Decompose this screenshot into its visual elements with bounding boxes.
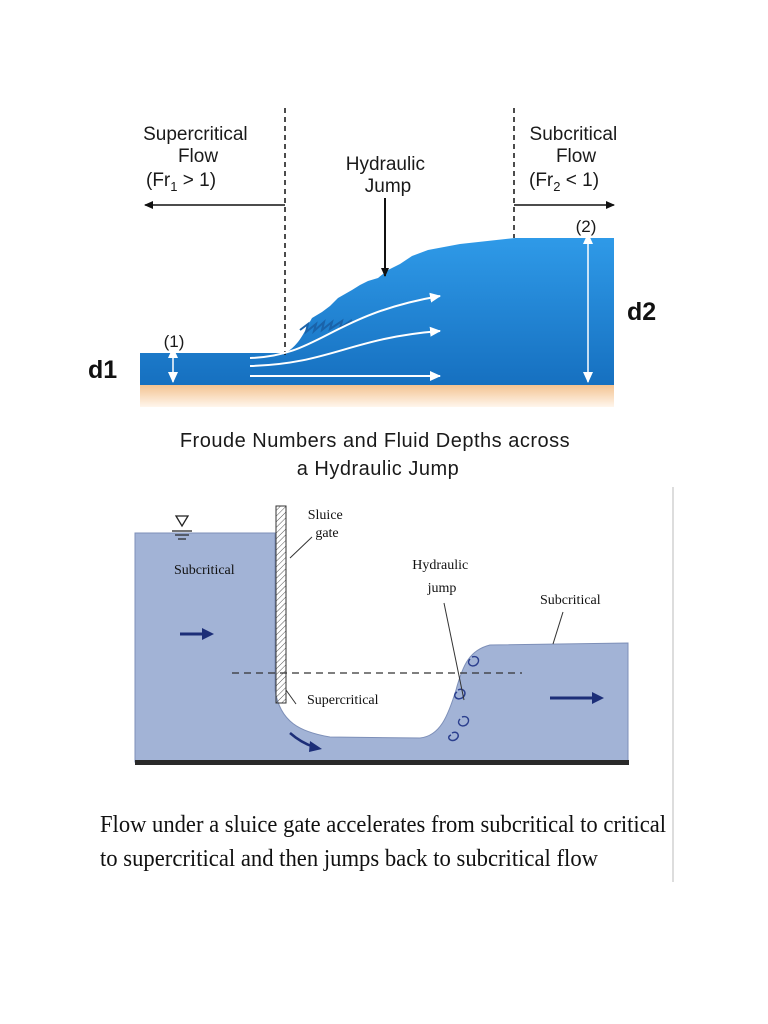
supercritical-label: Supercritical xyxy=(307,693,379,708)
jump-surface-roller xyxy=(299,318,353,335)
bottom-hydraulic-jump-line2: jump xyxy=(427,581,457,596)
bottom-caption-line1: Flow under a sluice gate accelerates fro… xyxy=(100,812,666,838)
subcritical-flow-label: Flow xyxy=(556,146,596,167)
streamline-upper xyxy=(249,292,441,359)
subcritical-right-label: Subcritical xyxy=(540,593,601,608)
water-level-icon xyxy=(172,515,192,540)
svg-text:Hydraulic jump: Hydraulic jump xyxy=(412,558,471,596)
hydraulic-jump-label-line2: Jump xyxy=(365,176,411,197)
subcritical-froude: (Fr2 < 1) xyxy=(529,170,599,194)
supercritical-title: Supercritical xyxy=(143,124,248,145)
sluice-water-body xyxy=(134,532,629,763)
jump-roller-swirls xyxy=(448,655,480,742)
station1-label: (1) xyxy=(164,332,185,351)
sluice-gate-label-line2: gate xyxy=(315,526,338,541)
depth1-label: d1 xyxy=(88,356,117,384)
sluice-gate-label-line1: Sluice xyxy=(308,508,343,523)
station2-label: (2) xyxy=(576,217,597,236)
top-diagram: Supercritical Flow (Fr1 > 1) Hydraulic J… xyxy=(88,108,656,480)
streamline-middle xyxy=(249,326,441,367)
bottom-hydraulic-jump-line1: Hydraulic xyxy=(412,558,468,573)
subcritical-left-label: Subcritical xyxy=(174,563,235,578)
inflow-arrow xyxy=(180,628,214,640)
bottom-diagram: Sluice gate Subcritical Hydraulic jump S… xyxy=(100,487,674,882)
supercritical-flow-label: Flow xyxy=(178,146,218,167)
sluice-gate-leader xyxy=(289,536,313,559)
svg-text:Froude Numbers and Fluid Depth: Froude Numbers and Fluid Depths across a… xyxy=(180,430,576,480)
top-caption-line1: Froude Numbers and Fluid Depths across xyxy=(180,430,570,452)
supercritical-froude: (Fr1 > 1) xyxy=(146,170,216,194)
subcritical-right-leader xyxy=(552,611,564,645)
bottom-caption-line2: to supercritical and then jumps back to … xyxy=(100,846,599,872)
svg-text:Flow under a sluice gate accel: Flow under a sluice gate accelerates fro… xyxy=(100,812,672,872)
depth2-label: d2 xyxy=(627,298,656,326)
svg-text:Subcritical Flow: Subcritical Flow xyxy=(530,124,623,167)
svg-text:Hydraulic Jump: Hydraulic Jump xyxy=(346,154,430,197)
svg-text:Supercritical Flow: Supercritical Flow xyxy=(143,124,253,167)
top-caption-line2: a Hydraulic Jump xyxy=(297,458,460,480)
channel-bottom xyxy=(135,760,629,765)
hydraulic-jump-leader xyxy=(443,602,465,701)
hydraulic-jump-label-line1: Hydraulic xyxy=(346,154,425,175)
channel-bed xyxy=(140,385,614,407)
sluice-gate xyxy=(275,505,287,704)
subcritical-title: Subcritical xyxy=(530,124,618,145)
svg-text:Sluice gate: Sluice gate xyxy=(308,508,347,541)
supercritical-flow-arrow xyxy=(289,732,322,752)
outflow-arrow xyxy=(550,692,604,704)
supercritical-leader xyxy=(285,689,297,705)
